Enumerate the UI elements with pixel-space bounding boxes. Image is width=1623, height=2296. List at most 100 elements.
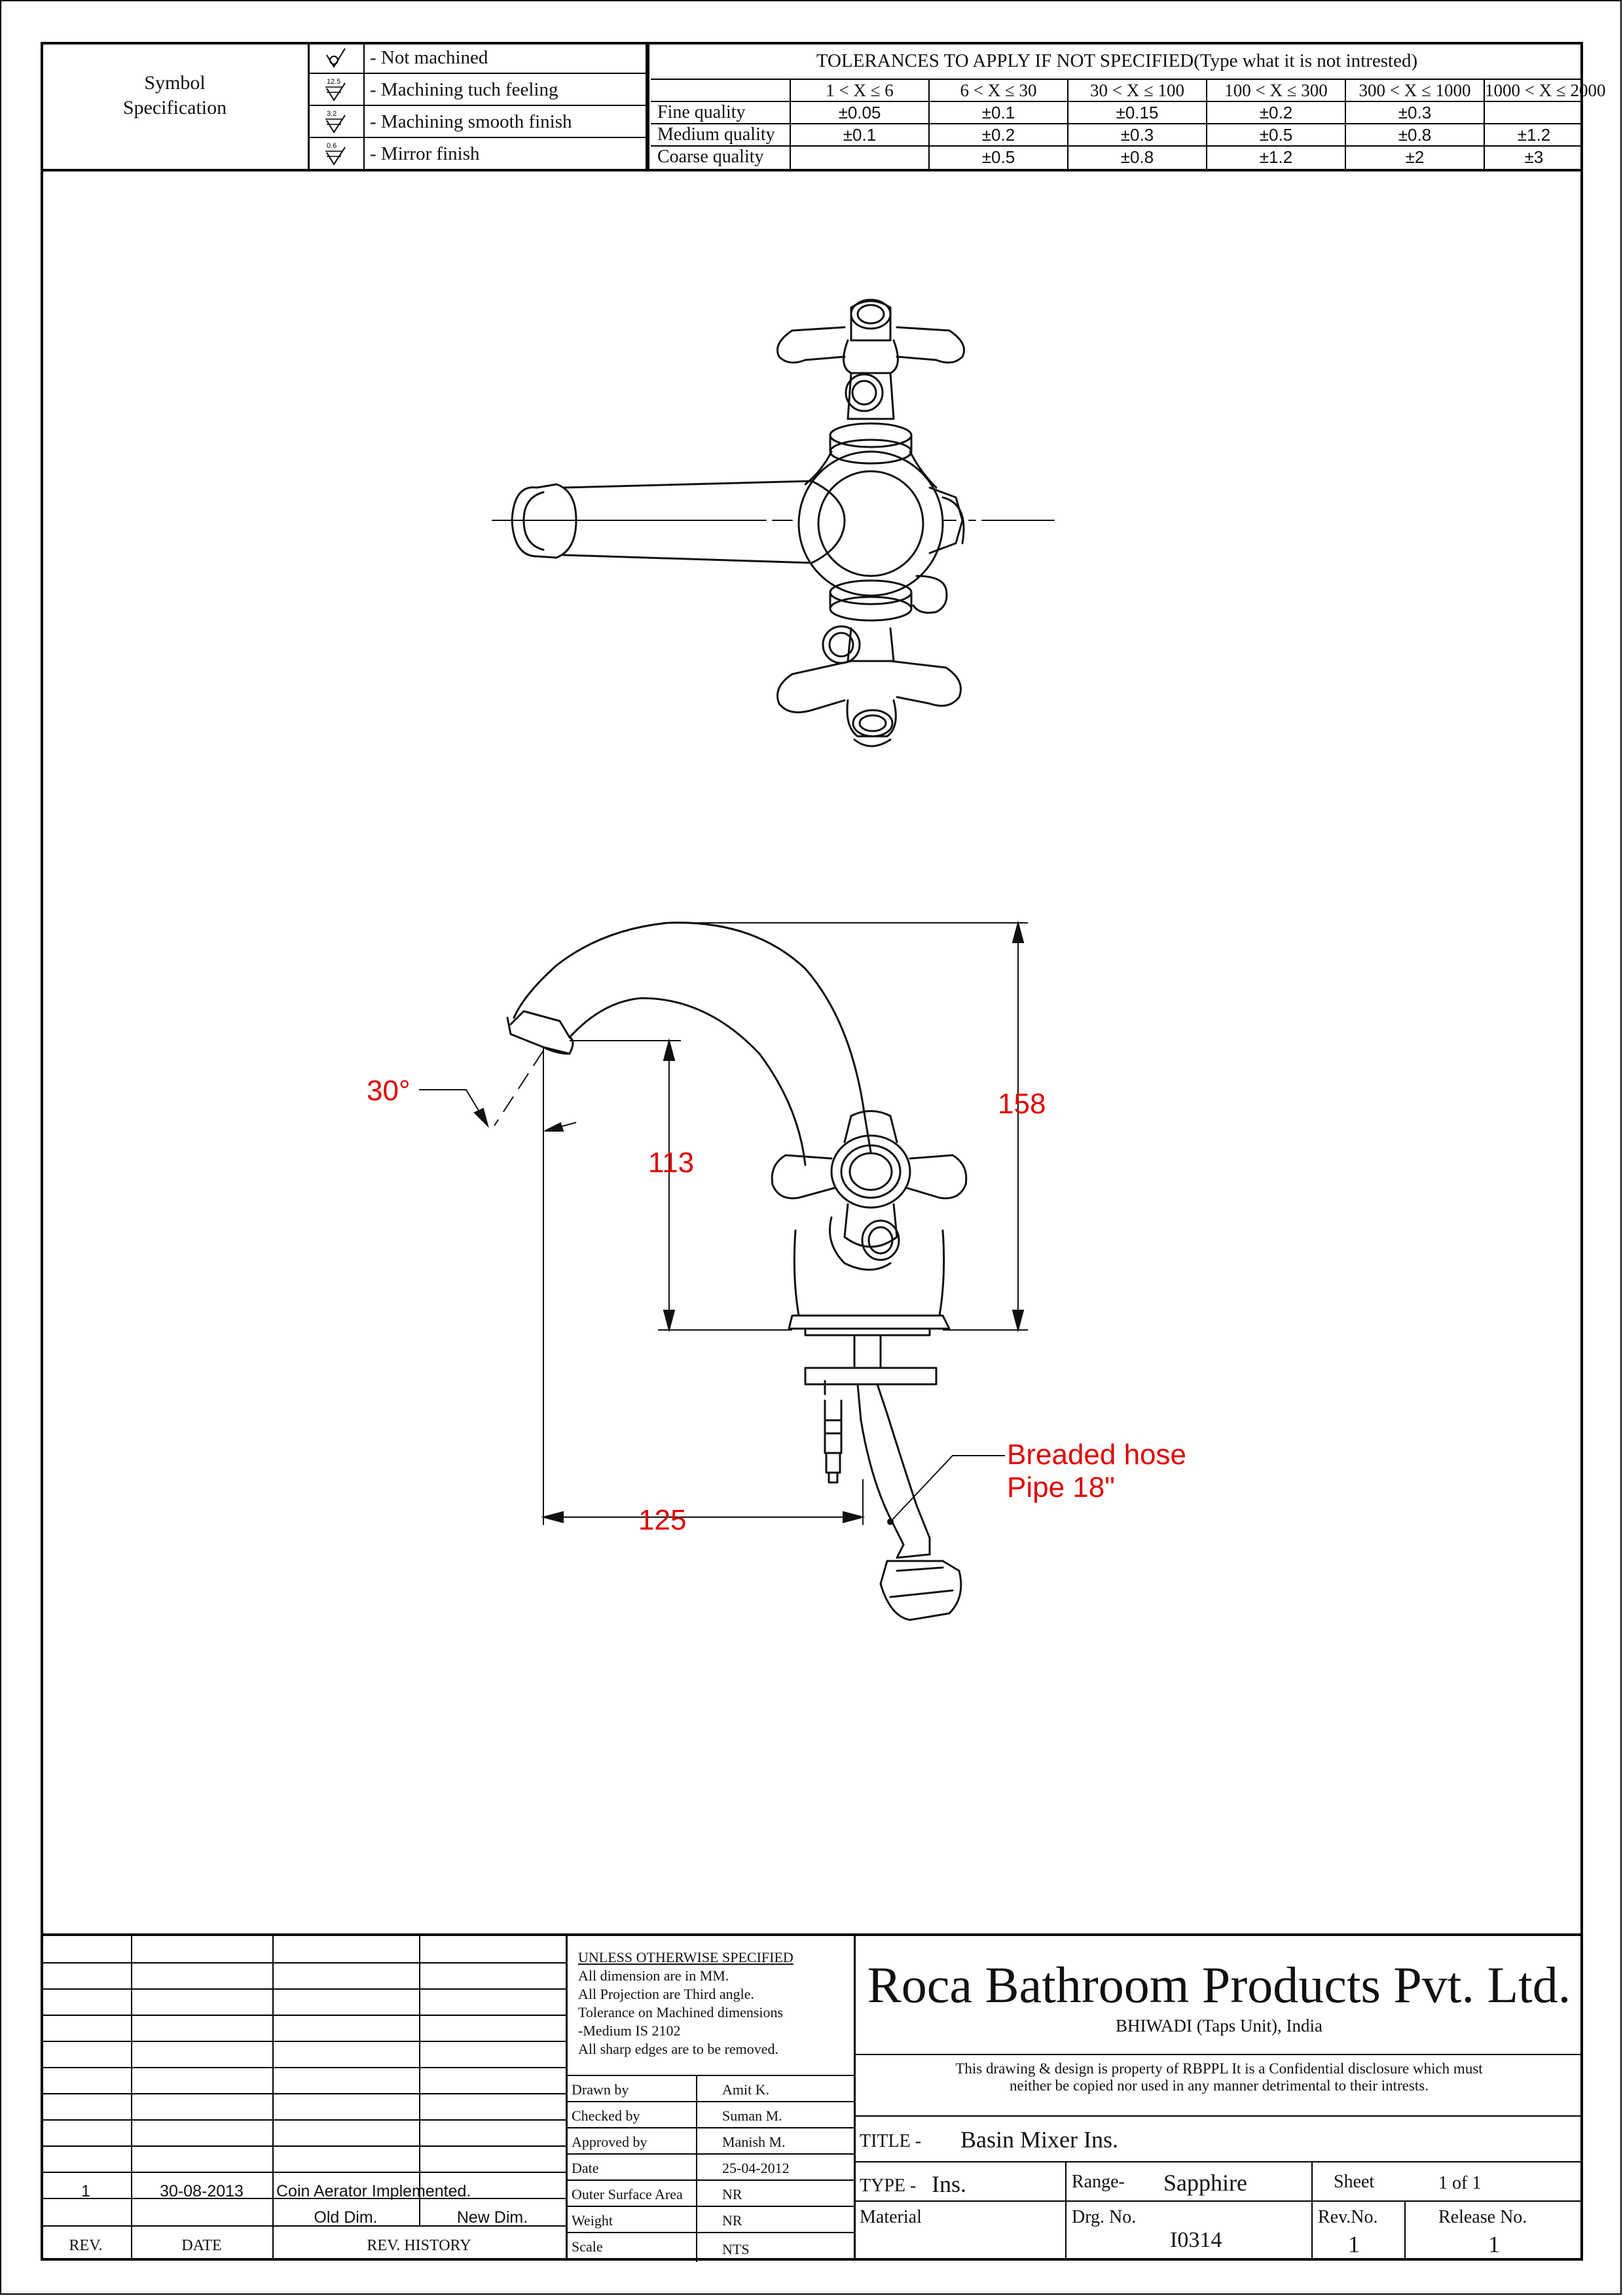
tolerance-cell: ±0.05 [790, 102, 928, 123]
symbol-spec-title: Symbol Specification [41, 71, 309, 120]
tolerance-col-header: 1 < X ≤ 6 [790, 80, 928, 101]
range-value: Sapphire [1163, 2170, 1247, 2196]
smooth-finish-symbol-icon: 3.2 [325, 110, 346, 134]
approval-label: Scale [572, 2238, 603, 2255]
hose-callout-line2: Pipe 18" [1007, 1471, 1115, 1503]
tolerance-row: Medium quality ±0.1 ±0.2 ±0.3 ±0.5 ±0.8 … [651, 124, 1583, 147]
hose-callout-line1: Breaded hose [1007, 1439, 1186, 1471]
symbol-title-line2: Specification [122, 97, 227, 118]
sheet-value: 1 of 1 [1438, 2173, 1482, 2193]
confidential-line1: This drawing & design is property of RBP… [955, 2060, 1483, 2077]
release-number-label: Release No. [1438, 2207, 1527, 2227]
approval-row: Scale NTS [568, 2232, 854, 2262]
header-block: Symbol Specification - Not machined 12.5 [41, 42, 1606, 171]
reach-dimension-label: 125 [638, 1504, 687, 1536]
symbol-row: - Not machined [310, 42, 646, 74]
tolerance-col-header: 300 < X ≤ 1000 [1345, 80, 1484, 101]
dimension-lines [419, 920, 1028, 1525]
old-dim-label: Old Dim. [314, 2208, 378, 2227]
mirror-finish-symbol-icon: 0.6 [325, 142, 346, 166]
tolerance-grid: 1 < X ≤ 6 6 < X ≤ 30 30 < X ≤ 100 100 < … [651, 80, 1606, 169]
notes-heading: UNLESS OTHERWISE SPECIFIED [578, 1949, 793, 1965]
symbol-label: - Mirror finish [370, 143, 480, 164]
approval-label: Drawn by [572, 2081, 629, 2098]
approval-label: Date [572, 2160, 599, 2176]
tolerance-cell: ±2 [1345, 147, 1484, 169]
drawing-frame [41, 42, 1583, 2261]
svg-text:0.6: 0.6 [327, 142, 337, 150]
type-value: Ins. [932, 2171, 966, 2197]
approval-value: NR [722, 2186, 742, 2202]
tolerance-cell [790, 147, 928, 169]
svg-text:12.5: 12.5 [327, 78, 340, 86]
tolerance-cell: ±0.8 [1067, 147, 1206, 169]
company-name: Roca Bathroom Products Pvt. Ltd. [867, 1956, 1571, 2013]
approval-row: Weight NR [568, 2206, 854, 2233]
confidential-line2: neither be copied nor used in any manner… [1010, 2077, 1429, 2094]
note-line: All Projection are Third angle. [578, 1986, 755, 2002]
revision-history: Coin Aerator Implemented. [276, 2182, 471, 2200]
rev-header: REV. [69, 2237, 103, 2254]
symbol-label: - Machining smooth finish [370, 111, 572, 132]
approval-row: Drawn by Amit K. [568, 2075, 854, 2102]
general-notes: UNLESS OTHERWISE SPECIFIED All dimension… [566, 1936, 854, 2262]
rev-number: 1 [1348, 2231, 1360, 2257]
front-view [506, 922, 968, 1621]
top-view [492, 298, 1055, 747]
symbol-row: 12.5 - Machining tuch feeling [310, 74, 646, 106]
tolerance-cell: ±0.8 [1345, 124, 1484, 145]
note-line: -Medium IS 2102 [578, 2022, 681, 2039]
machining-feel-symbol-icon: 12.5 [325, 78, 346, 101]
quality-label: Coarse quality [657, 147, 764, 167]
total-height-dimension-label: 158 [998, 1088, 1046, 1120]
tolerance-cell: ±0.1 [928, 102, 1067, 123]
date-header: DATE [181, 2237, 222, 2254]
tolerance-cell: ±0.2 [1206, 102, 1345, 123]
revision-date: 30-08-2013 [160, 2182, 244, 2200]
tolerance-cell: ±0.5 [928, 147, 1067, 169]
approval-value: Manish M. [722, 2134, 786, 2150]
rev-number-label: Rev.No. [1318, 2207, 1378, 2227]
tolerance-col-header: 6 < X ≤ 30 [928, 80, 1067, 101]
angle-dimension-label: 30° [367, 1075, 410, 1107]
approval-label: Checked by [572, 2108, 640, 2124]
approval-value: NR [722, 2212, 742, 2229]
tolerance-cell: ±0.3 [1345, 102, 1484, 123]
tolerance-row: Coarse quality ±0.5 ±0.8 ±1.2 ±2 ±3 [651, 147, 1583, 169]
company-block: Roca Bathroom Products Pvt. Ltd. BHIWADI… [854, 1936, 1582, 2261]
tolerance-cell [1484, 102, 1583, 123]
drawing-title: Basin Mixer Ins. [960, 2126, 1118, 2153]
tolerance-cell: ±1.2 [1206, 147, 1345, 169]
symbol-title-line1: Symbol [144, 72, 206, 94]
symbol-label: - Machining tuch feeling [370, 79, 558, 100]
revision-table: 1 30-08-2013 Coin Aerator Implemented. O… [41, 1936, 566, 2261]
title-block: 1 30-08-2013 Coin Aerator Implemented. O… [41, 1933, 1583, 2262]
tolerance-cell: ±0.2 [928, 124, 1067, 145]
tolerance-row: Fine quality ±0.05 ±0.1 ±0.15 ±0.2 ±0.3 [651, 102, 1583, 124]
tolerance-cell: ±0.1 [790, 124, 928, 145]
approval-value: NTS [722, 2241, 750, 2257]
note-line: All sharp edges are to be removed. [578, 2041, 779, 2057]
approval-label: Weight [572, 2212, 613, 2229]
tolerance-title: TOLERANCES TO APPLY IF NOT SPECIFIED(Typ… [651, 42, 1583, 80]
tolerance-cell: ±0.3 [1067, 124, 1206, 145]
drawing-number: I0314 [1170, 2228, 1222, 2252]
title-label: TITLE - [860, 2131, 922, 2151]
symbol-row: 3.2 - Machining smooth finish [310, 106, 646, 138]
not-machined-symbol-icon [326, 48, 346, 68]
release-number: 1 [1488, 2231, 1500, 2257]
spout-height-dimension-label: 113 [648, 1147, 695, 1179]
symbol-label: - Not machined [370, 47, 488, 68]
hose-callout: Breaded hose Pipe 18" [1007, 1439, 1186, 1504]
tolerance-col-header: 30 < X ≤ 100 [1067, 80, 1206, 101]
material-label: Material [860, 2207, 922, 2227]
symbol-table: - Not machined 12.5 - Machining tuch fee… [308, 42, 649, 171]
quality-label: Medium quality [657, 124, 775, 145]
approval-value: Amit K. [722, 2081, 770, 2098]
svg-text:3.2: 3.2 [327, 110, 337, 118]
